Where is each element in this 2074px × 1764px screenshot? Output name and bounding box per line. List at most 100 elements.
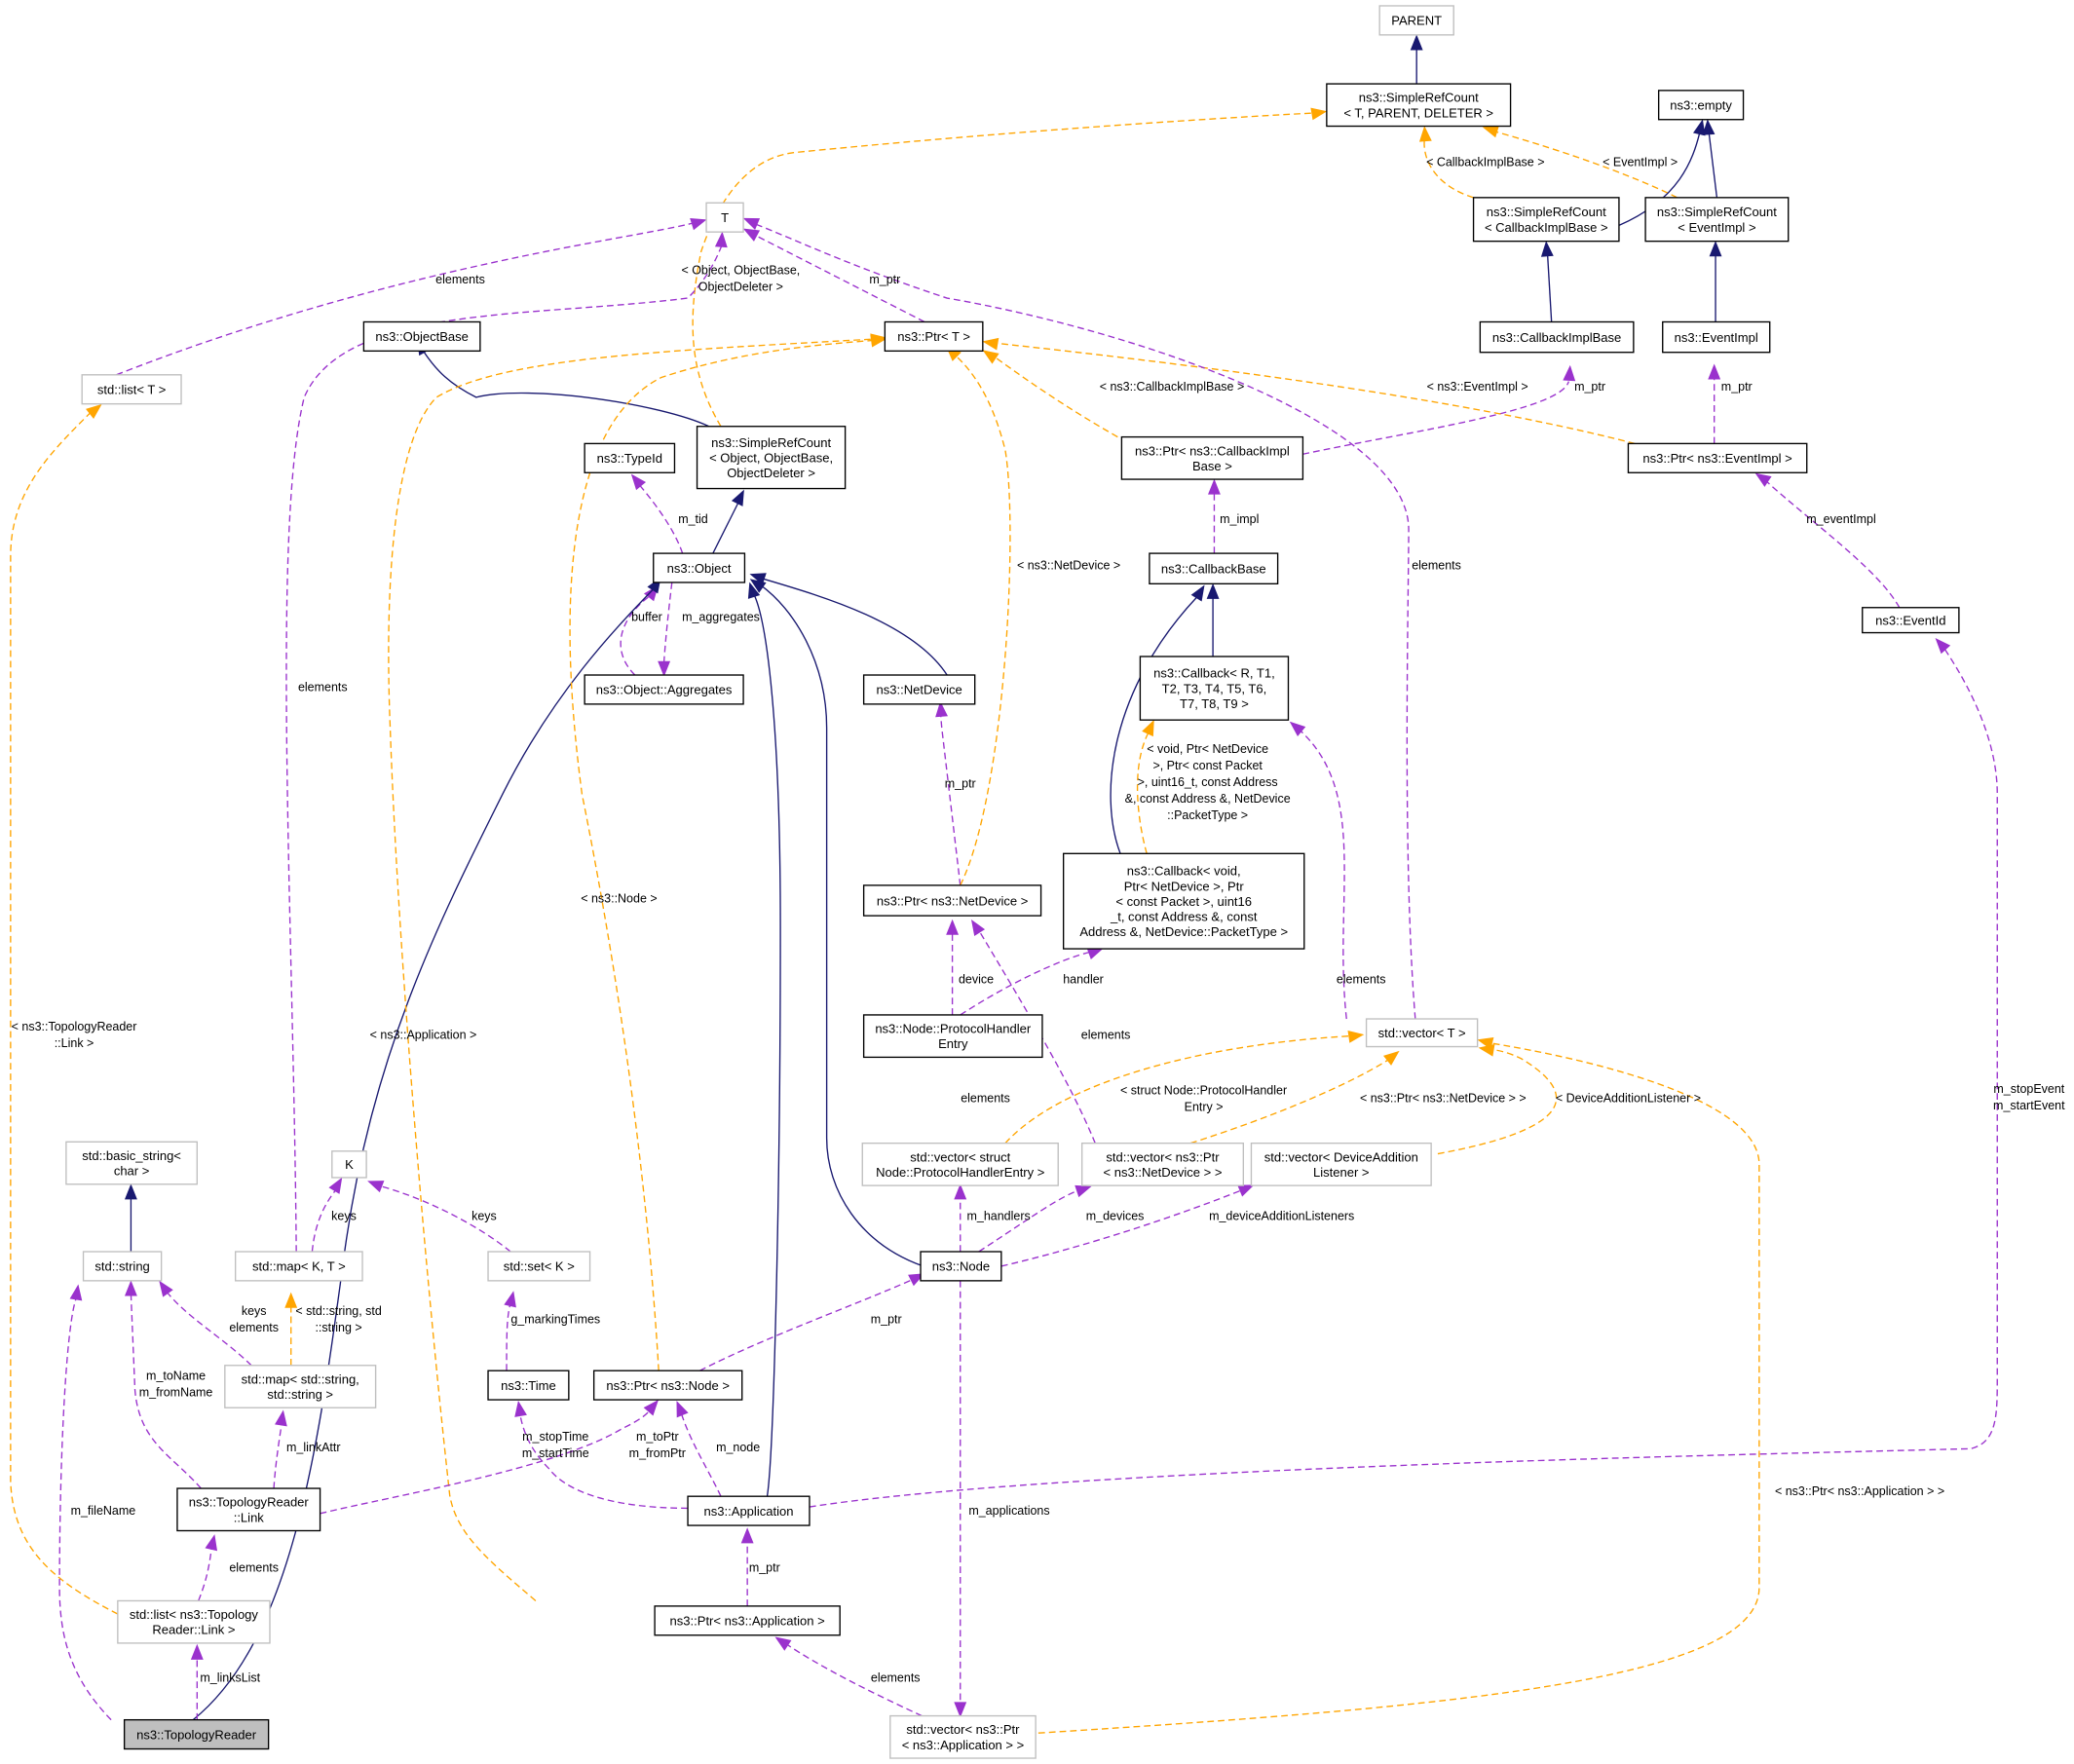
node-box (705, 202, 744, 233)
class-node-src-eventimpl[interactable]: ns3::SimpleRefCount< EventImpl > (1644, 197, 1790, 243)
class-node-vector-ptr-nd[interactable]: std::vector< ns3::Ptr< ns3::NetDevice > … (1080, 1142, 1244, 1186)
node-label: std::set< K > (504, 1259, 575, 1274)
node-box (687, 1495, 811, 1526)
class-node-topologyreader[interactable]: ns3::TopologyReader (123, 1718, 270, 1750)
class-node-map-kt[interactable]: std::map< K, T > (235, 1251, 363, 1282)
edge-label-text: m_ptr (749, 1561, 780, 1575)
class-node-link[interactable]: ns3::TopologyReader::Link (176, 1487, 321, 1532)
node-box (117, 1599, 271, 1644)
class-node-vector-phe[interactable]: std::vector< structNode::ProtocolHandler… (861, 1142, 1059, 1186)
class-node-list-t[interactable]: std::list< T > (81, 374, 182, 405)
node-label: Base > (1192, 459, 1232, 473)
class-node-ptr-node[interactable]: ns3::Ptr< ns3::Node > (592, 1370, 743, 1401)
class-node-aggregates[interactable]: ns3::Object::Aggregates (584, 674, 744, 705)
node-box (584, 442, 676, 473)
node-label: < ns3::Application > > (902, 1738, 1025, 1752)
node-label: T7, T8, T9 > (1180, 696, 1249, 711)
arrowhead-icon (1754, 472, 1772, 487)
class-node-netdevice[interactable]: ns3::NetDevice (862, 674, 976, 705)
arrowhead-icon (1206, 582, 1220, 599)
node-label: ns3::EventId (1875, 613, 1945, 627)
arrowhead-icon (1482, 125, 1499, 138)
node-label: ns3::SimpleRefCount (1487, 205, 1606, 219)
class-node-vector-t[interactable]: std::vector< T > (1365, 1018, 1479, 1048)
edge-label-text: < EventImpl > (1603, 155, 1678, 169)
class-node-ptr-app[interactable]: ns3::Ptr< ns3::Application > (654, 1605, 841, 1636)
class-node-list-link[interactable]: std::list< ns3::TopologyReader::Link > (117, 1599, 271, 1644)
class-node-eventid[interactable]: ns3::EventId (1862, 607, 1960, 634)
class-node-ptr-netdevice[interactable]: ns3::Ptr< ns3::NetDevice > (862, 884, 1042, 917)
node-box (1365, 1018, 1479, 1048)
edge-label-text: m_handlers (967, 1209, 1031, 1222)
class-node-vector-dal[interactable]: std::vector< DeviceAdditionListener > (1250, 1142, 1432, 1186)
edge-label-text: m_aggregates (682, 610, 760, 623)
class-node-src-object[interactable]: ns3::SimpleRefCount< Object, ObjectBase,… (696, 426, 847, 490)
node-label: ns3::Node (932, 1259, 990, 1274)
class-node-empty[interactable]: ns3::empty (1657, 90, 1745, 121)
edge-tmpl (10, 409, 119, 1615)
class-node-objectbase[interactable]: ns3::ObjectBase (362, 320, 481, 353)
edge-label-text: m_deviceAdditionListeners (1209, 1209, 1354, 1222)
class-node-vector-ptr-app[interactable]: std::vector< ns3::Ptr< ns3::Application … (889, 1714, 1037, 1759)
class-node-time[interactable]: ns3::Time (487, 1370, 570, 1401)
edge-label-text: < ns3::EventImpl > (1427, 380, 1528, 394)
class-node-map-ss[interactable]: std::map< std::string,std::string > (224, 1365, 377, 1408)
class-node-ptr-cbimpl[interactable]: ns3::Ptr< ns3::CallbackImplBase > (1120, 435, 1304, 480)
class-node-typeid[interactable]: ns3::TypeId (584, 442, 676, 473)
edge-label-m-node: m_node (716, 1441, 760, 1454)
edge-label-text: m_linkAttr (286, 1441, 341, 1454)
class-node-cbimplbase[interactable]: ns3::CallbackImplBase (1479, 320, 1635, 354)
edge-label-text: m_linksList (200, 1670, 260, 1684)
node-label: std::string > (267, 1387, 333, 1402)
arrowhead-icon (514, 1400, 527, 1417)
edge-label-device: device (959, 972, 994, 986)
arrowhead-icon (1702, 119, 1716, 135)
edge-label-text: m_ptr (945, 776, 976, 790)
arrowhead-icon (676, 1401, 689, 1418)
class-node-callback-r[interactable]: ns3::Callback< R, T1,T2, T3, T4, T5, T6,… (1139, 656, 1290, 721)
class-node-basic-string[interactable]: std::basic_string<char > (65, 1141, 198, 1185)
node-box (654, 1605, 841, 1636)
class-node-callbackbase[interactable]: ns3::CallbackBase (1149, 552, 1279, 584)
class-node-protocolhandlerentry[interactable]: ns3::Node::ProtocolHandlerEntry (862, 1014, 1043, 1059)
class-node-object[interactable]: ns3::Object (653, 552, 746, 583)
edge-label-cbimpl-m-ptr: m_ptr (1574, 380, 1605, 394)
class-node-application[interactable]: ns3::Application (687, 1495, 811, 1526)
node-label: ObjectDeleter > (727, 466, 815, 480)
arrowhead-icon (1347, 1030, 1365, 1043)
node-label: ns3::Ptr< ns3::EventImpl > (1642, 451, 1791, 466)
class-node-ptr-t[interactable]: ns3::Ptr< T > (884, 320, 984, 353)
edge-label-pnd-tmpl: < ns3::Ptr< ns3::NetDevice > > (1360, 1092, 1527, 1106)
node-label: Reader::Link > (152, 1623, 235, 1637)
class-node-simplerefcount-t[interactable]: ns3::SimpleRefCount< T, PARENT, DELETER … (1326, 83, 1512, 128)
arrowhead-icon (1692, 119, 1706, 136)
class-node-k[interactable]: K (331, 1150, 367, 1179)
edge-label-dal-tmpl: < DeviceAdditionListener > (1556, 1092, 1701, 1106)
edge-tmpl (1189, 1058, 1391, 1145)
class-node-node[interactable]: ns3::Node (920, 1251, 1002, 1282)
class-node-set-k[interactable]: std::set< K > (487, 1251, 591, 1282)
class-node-string[interactable]: std::string (82, 1251, 163, 1282)
node-label: Listener > (1313, 1165, 1370, 1180)
edge-use (786, 1643, 923, 1717)
edge-use (698, 1278, 914, 1371)
edge-label-node-m-ptr: m_ptr (871, 1312, 902, 1326)
class-node-eventimpl[interactable]: ns3::EventImpl (1662, 320, 1771, 354)
edge-use (311, 1187, 338, 1253)
edge-label-text: handler (1063, 972, 1104, 986)
node-box (861, 1142, 1059, 1186)
arrowhead-icon (1237, 1184, 1255, 1197)
class-node-t[interactable]: T (705, 202, 744, 233)
class-node-callback-void[interactable]: ns3::Callback< void,Ptr< NetDevice >, Pt… (1062, 852, 1305, 950)
node-box (653, 552, 746, 583)
node-label: ns3::Node::ProtocolHandler (875, 1022, 1032, 1036)
class-node-ptr-eventimpl[interactable]: ns3::Ptr< ns3::EventImpl > (1627, 442, 1808, 473)
arrowhead-icon (954, 1183, 967, 1200)
class-node-src-cbimpl[interactable]: ns3::SimpleRefCount< CallbackImplBase > (1472, 197, 1620, 243)
node-label: ns3::SimpleRefCount (1359, 91, 1479, 105)
edge-label-text: m_fromName (139, 1386, 213, 1400)
edge-use (748, 220, 1416, 1020)
class-node-parent[interactable]: PARENT (1378, 5, 1454, 36)
edge-use (1302, 381, 1569, 455)
